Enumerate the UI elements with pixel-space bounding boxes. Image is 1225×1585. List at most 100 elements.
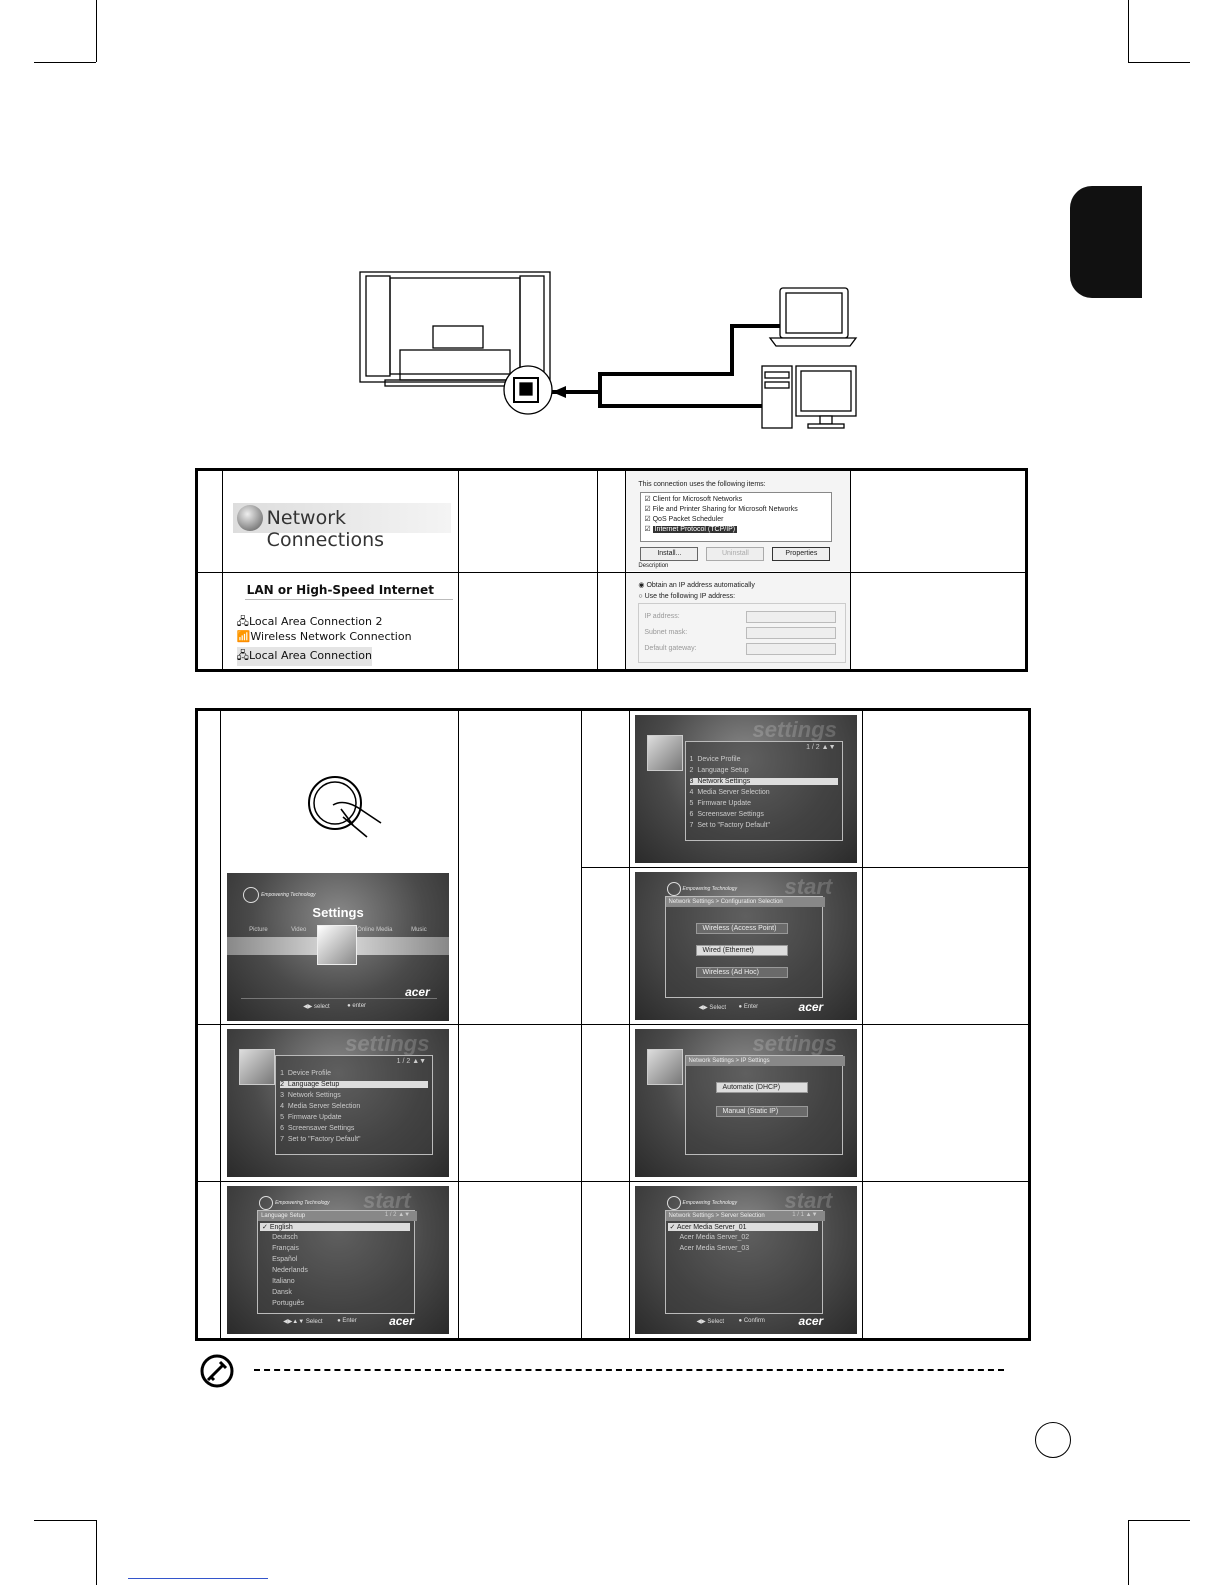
- settings-main-screenshot: Empowering Technology Settings Picture V…: [227, 873, 450, 1021]
- list-item[interactable]: ☑ Internet Protocol (TCP/IP): [644, 526, 738, 533]
- server-selection-screenshot: start Empowering Technology Network Sett…: [634, 1186, 857, 1334]
- wired-ethernet-option[interactable]: Wired (Ethernet): [695, 945, 788, 956]
- step-cell: [581, 867, 630, 1025]
- cat-video[interactable]: Video: [291, 927, 307, 933]
- settings-thumb: [239, 1049, 276, 1085]
- config-panel: Network Settings > Configuration Selecti…: [664, 896, 825, 998]
- language-item[interactable]: ✓ English: [260, 1223, 411, 1231]
- menu-item[interactable]: 2 Language Setup: [689, 767, 749, 774]
- image-cell: settings Network Settings > IP Settings …: [628, 1024, 864, 1182]
- wireless-ap-option[interactable]: Wireless (Access Point): [695, 923, 788, 934]
- text-cell: [457, 571, 598, 671]
- automatic-dhcp-option[interactable]: Automatic (DHCP): [715, 1082, 808, 1093]
- menu-item[interactable]: 3 Network Settings: [689, 778, 838, 785]
- connection-items-screenshot: This connection uses the following items…: [626, 471, 851, 571]
- text-cell: [457, 1024, 583, 1182]
- settings-menu: 1 / 2 ▲▼ 1 Device Profile 2 Language Set…: [684, 741, 843, 841]
- language-item[interactable]: Deutsch: [272, 1234, 298, 1241]
- language-item[interactable]: Dansk: [272, 1289, 292, 1296]
- ip-settings-screenshot: settings Network Settings > IP Settings …: [634, 1029, 857, 1177]
- footer-select: ◀▶▲▼ Select: [283, 1319, 323, 1325]
- ip-fieldset: [638, 602, 847, 663]
- use-following-radio[interactable]: ○ Use the following IP address:: [638, 592, 736, 600]
- ip-address-input[interactable]: [746, 610, 837, 623]
- menu-item[interactable]: 1 Device Profile: [280, 1070, 332, 1077]
- image-cell: settings 1 / 2 ▲▼ 1 Device Profile 2 Lan…: [220, 1024, 459, 1182]
- language-panel: Language Setup 1 / 2 ▲▼ ✓ English Deutsc…: [257, 1210, 418, 1314]
- image-cell: Network Connections: [221, 469, 459, 573]
- list-item[interactable]: 🖧Local Area Connection: [236, 646, 372, 666]
- settings-title: Settings: [312, 905, 364, 920]
- text-cell: [850, 571, 1027, 671]
- manual-static-ip-option[interactable]: Manual (Static IP): [715, 1106, 808, 1117]
- watermark: settings: [752, 1031, 837, 1056]
- language-item[interactable]: Italiano: [272, 1278, 295, 1285]
- image-cell: Empowering Technology Settings Picture V…: [220, 709, 459, 1025]
- menu-item[interactable]: 7 Set to "Factory Default": [689, 822, 770, 829]
- config-selection-screenshot: start Empowering Technology Network Sett…: [634, 872, 857, 1020]
- crop-mark: [34, 62, 96, 63]
- lan-screenshot: LAN or High-Speed Internet 🖧Local Area C…: [223, 573, 458, 669]
- menu-item[interactable]: 6 Screensaver Settings: [280, 1125, 355, 1132]
- panel-header: Network Settings > Configuration Selecti…: [665, 897, 825, 907]
- menu-item[interactable]: 4 Media Server Selection: [689, 789, 770, 796]
- menu-item[interactable]: 1 Device Profile: [689, 756, 741, 763]
- panel-header: Language Setup: [258, 1211, 418, 1221]
- crop-mark: [96, 0, 97, 62]
- list-item[interactable]: ☑ File and Printer Sharing for Microsoft…: [644, 506, 798, 513]
- settings-menu-screenshot-bottom: settings 1 / 2 ▲▼ 1 Device Profile 2 Lan…: [227, 1029, 450, 1177]
- uninstall-button[interactable]: Uninstall: [706, 547, 765, 561]
- settings-steps-table: Empowering Technology Settings Picture V…: [195, 708, 1031, 1341]
- cat-online-media[interactable]: Online Media: [357, 927, 393, 933]
- settings-thumb[interactable]: [317, 925, 358, 965]
- menu-item[interactable]: 3 Network Settings: [280, 1092, 341, 1099]
- crop-mark: [1128, 62, 1190, 63]
- crop-mark: [96, 1520, 97, 1585]
- menu-item[interactable]: 6 Screensaver Settings: [689, 811, 764, 818]
- footer-select: ◀▶ Select: [696, 1319, 725, 1325]
- menu-item[interactable]: 7 Set to "Factory Default": [280, 1136, 361, 1143]
- default-gateway-input[interactable]: [746, 642, 837, 655]
- server-item[interactable]: Acer Media Server_03: [679, 1245, 750, 1252]
- server-item[interactable]: ✓ Acer Media Server_01: [667, 1223, 818, 1231]
- wireless-adhoc-option[interactable]: Wireless (Ad Hoc): [695, 967, 788, 978]
- menu-item[interactable]: 4 Media Server Selection: [280, 1103, 361, 1110]
- image-cell: This connection uses the following items…: [625, 469, 852, 573]
- network-icon: 🖧: [236, 648, 249, 662]
- language-item[interactable]: Français: [272, 1245, 299, 1252]
- menu-item[interactable]: 2 Language Setup: [280, 1081, 429, 1088]
- ip-properties-screenshot: ◉ Obtain an IP address automatically ○ U…: [626, 572, 851, 669]
- lan-heading: LAN or High-Speed Internet: [246, 582, 434, 597]
- settings-menu-screenshot-top: settings 1 / 2 ▲▼ 1 Device Profile 2 Lan…: [634, 715, 857, 863]
- step-cell: [581, 1024, 630, 1182]
- properties-button[interactable]: Properties: [772, 547, 831, 561]
- image-cell: start Empowering Technology Network Sett…: [628, 867, 864, 1025]
- server-item[interactable]: Acer Media Server_02: [679, 1234, 750, 1241]
- description-label: Description: [638, 563, 669, 569]
- list-item[interactable]: ☑ QoS Packet Scheduler: [644, 516, 724, 523]
- language-item[interactable]: Español: [272, 1256, 298, 1263]
- settings-menu: 1 / 2 ▲▼ 1 Device Profile 2 Language Set…: [275, 1055, 434, 1155]
- list-item[interactable]: ☑ Client for Microsoft Networks: [644, 496, 743, 503]
- page-indicator: 1 / 2 ▲▼: [384, 1212, 411, 1218]
- language-item[interactable]: Nederlands: [272, 1267, 308, 1274]
- language-item[interactable]: Português: [272, 1300, 304, 1307]
- install-button[interactable]: Install...: [640, 547, 699, 561]
- step-cell: [581, 709, 630, 868]
- cat-picture[interactable]: Picture: [249, 927, 268, 933]
- obtain-auto-radio[interactable]: ◉ Obtain an IP address automatically: [638, 581, 755, 589]
- menu-item[interactable]: 5 Firmware Update: [280, 1114, 342, 1121]
- cat-music[interactable]: Music: [411, 927, 427, 933]
- ip-address-label: IP address:: [644, 612, 680, 620]
- subnet-mask-input[interactable]: [746, 626, 837, 639]
- page-indicator: 1 / 2 ▲▼: [806, 744, 836, 751]
- menu-item[interactable]: 5 Firmware Update: [689, 800, 751, 807]
- settings-main-cell: Empowering Technology Settings Picture V…: [221, 711, 457, 1023]
- list-item[interactable]: 🖧Local Area Connection 2: [236, 614, 383, 628]
- items-list: ☑ Client for Microsoft Networks ☑ File a…: [640, 492, 833, 542]
- language-tab: [1070, 186, 1142, 298]
- acer-logo: acer: [389, 1314, 414, 1328]
- list-item[interactable]: 📶Wireless Network Connection: [236, 629, 412, 643]
- press-button-icon: [308, 776, 382, 838]
- crop-mark: [1128, 0, 1129, 62]
